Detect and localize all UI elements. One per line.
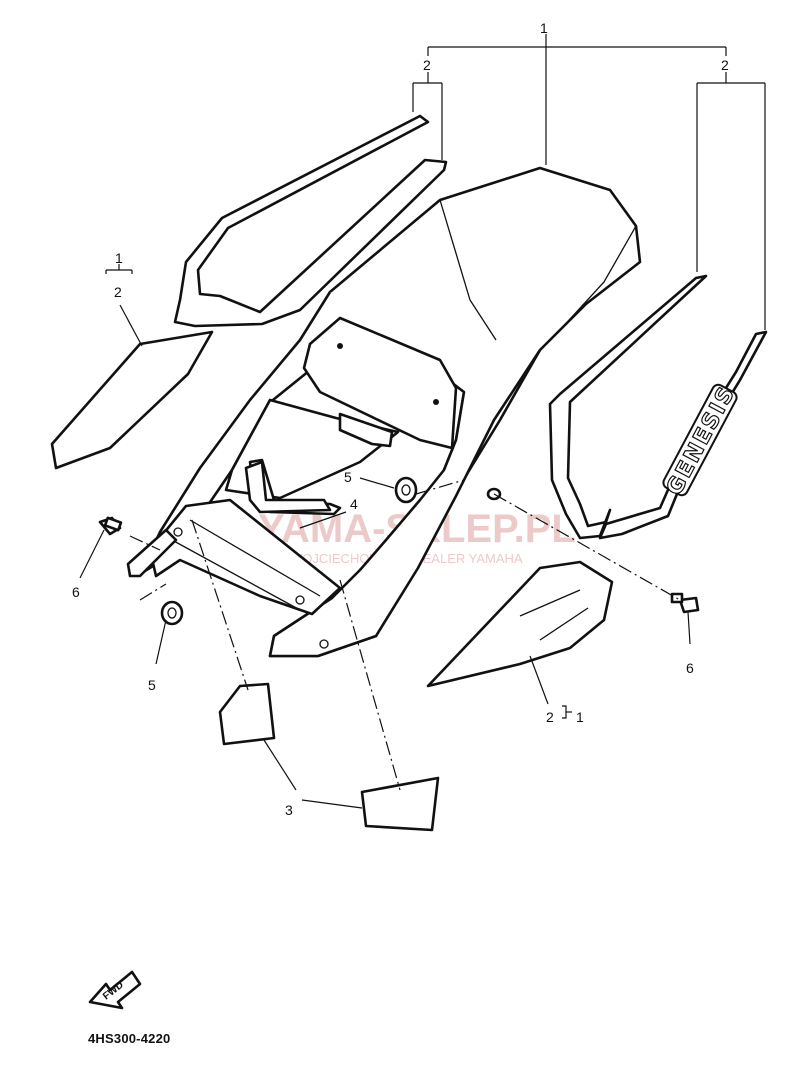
callout-1-bottom: 1 — [576, 709, 584, 725]
callout-2-top-left: 2 — [423, 57, 431, 73]
callout-6-right: 6 — [686, 660, 694, 676]
fwd-arrow-icon: FWD — [88, 970, 142, 1010]
genesis-decal-text: GENESIS — [662, 382, 741, 500]
damper-lower — [160, 600, 184, 626]
reflector-left — [218, 682, 276, 746]
side-stripe-left — [173, 114, 448, 328]
callout-1-top: 1 — [540, 20, 548, 36]
callouts: 1 2 2 1 2 5 4 6 5 6 2 1 3 — [72, 20, 729, 818]
side-panel-left — [50, 330, 214, 470]
callout-2-bottom: 2 — [546, 709, 554, 725]
leader-lines — [79, 264, 691, 809]
damper-upper — [394, 476, 418, 504]
callout-5-lower: 5 — [148, 677, 156, 693]
seat-cowl — [126, 166, 642, 658]
reflector-right — [360, 776, 440, 832]
callout-2-top-right: 2 — [721, 57, 729, 73]
side-panel-right — [426, 560, 614, 688]
callout-1-left: 1 — [115, 250, 123, 266]
bolt-right — [670, 592, 700, 614]
callout-6-left: 6 — [72, 584, 80, 600]
assembly-lines — [129, 479, 681, 791]
grab-bar — [244, 460, 332, 514]
side-stripe-right: GENESIS — [548, 274, 768, 540]
top-bracket — [412, 34, 766, 330]
callout-2-left: 2 — [114, 284, 122, 300]
genesis-decal: GENESIS — [661, 381, 741, 500]
bolt-left — [98, 516, 123, 536]
diagram-code: 4HS300-4220 — [88, 1031, 171, 1046]
callout-4: 4 — [350, 496, 358, 512]
callout-3: 3 — [285, 802, 293, 818]
callout-5-upper: 5 — [344, 469, 352, 485]
